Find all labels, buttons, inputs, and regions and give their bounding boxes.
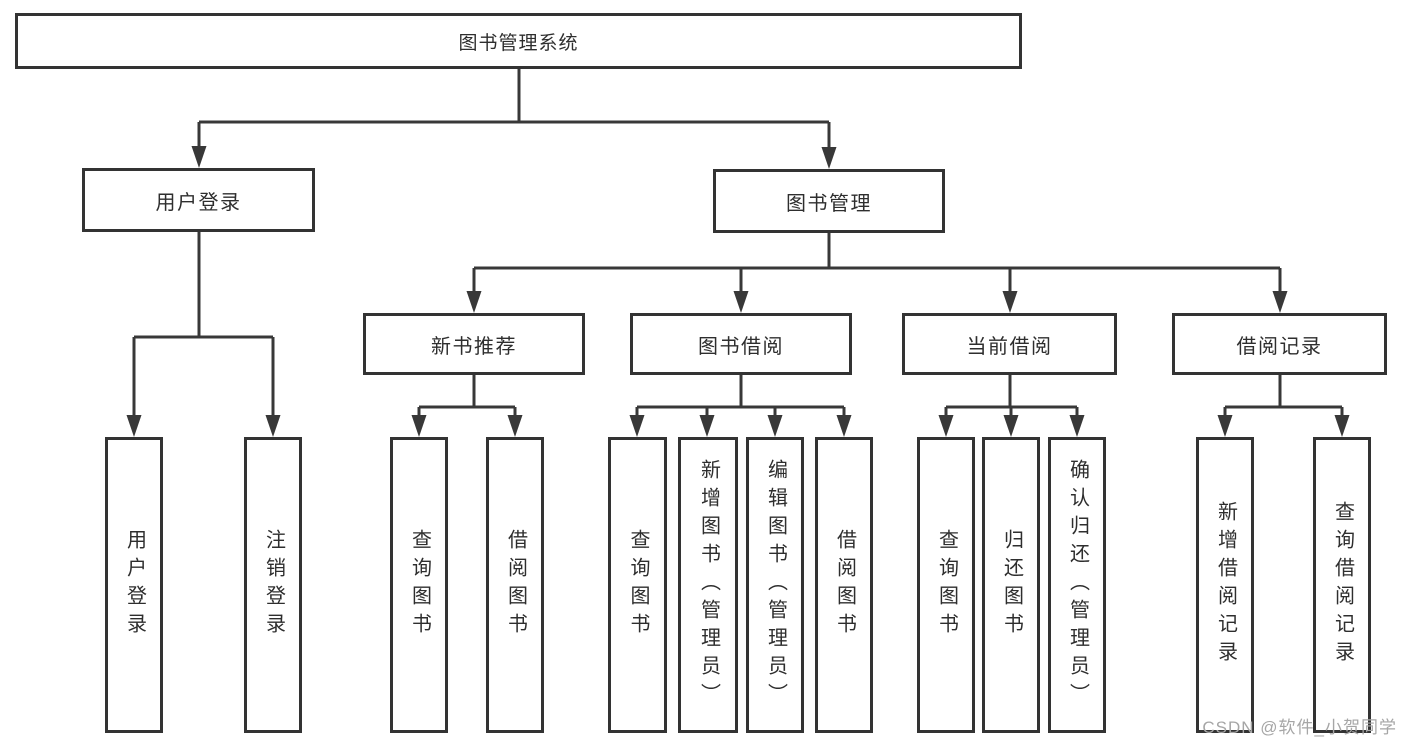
- leaf-query-borrow-record: 查询借阅记录: [1313, 437, 1371, 733]
- node-library-system: 图书管理系统: [15, 13, 1022, 69]
- leaf-logout: 注销登录: [244, 437, 302, 733]
- leaf-query-borrow-record-label: 查询借阅记录: [1331, 501, 1354, 669]
- leaf-current-query-books-label: 查询图书: [935, 529, 958, 641]
- leaf-add-book-admin-label: 新增图书（管理员）: [697, 459, 720, 711]
- leaf-add-book-admin: 新增图书（管理员）: [678, 437, 738, 733]
- leaf-borrow-query-books: 查询图书: [608, 437, 667, 733]
- leaf-borrow-books: 借阅图书: [815, 437, 873, 733]
- leaf-return-books: 归还图书: [982, 437, 1040, 733]
- node-current-borrowing: 当前借阅: [902, 313, 1117, 375]
- node-current-borrowing-label: 当前借阅: [966, 335, 1053, 358]
- csdn-watermark: CSDN @软件_小贺同学: [1202, 718, 1397, 737]
- node-borrowing-records-label: 借阅记录: [1236, 335, 1323, 358]
- leaf-newbook-borrow-books-label: 借阅图书: [504, 529, 527, 641]
- node-user-login-module-label: 用户登录: [155, 191, 242, 214]
- leaf-logout-label: 注销登录: [262, 529, 285, 641]
- leaf-return-books-label: 归还图书: [1000, 529, 1023, 641]
- node-new-book-recommend-label: 新书推荐: [431, 335, 517, 358]
- leaf-confirm-return-admin: 确认归还（管理员）: [1048, 437, 1106, 733]
- leaf-borrow-books-label: 借阅图书: [833, 529, 856, 641]
- node-book-borrowing: 图书借阅: [630, 313, 852, 375]
- leaf-newbook-borrow-books: 借阅图书: [486, 437, 544, 733]
- leaf-edit-book-admin: 编辑图书（管理员）: [746, 437, 804, 733]
- leaf-user-login: 用户登录: [105, 437, 163, 733]
- leaf-newbook-query-books-label: 查询图书: [408, 529, 431, 641]
- leaf-current-query-books: 查询图书: [917, 437, 975, 733]
- node-book-management-label: 图书管理: [786, 192, 872, 215]
- node-library-system-label: 图书管理系统: [458, 32, 579, 54]
- node-book-borrowing-label: 图书借阅: [698, 335, 784, 358]
- node-user-login-module: 用户登录: [82, 168, 315, 232]
- node-book-management: 图书管理: [713, 169, 945, 233]
- leaf-add-borrow-record-label: 新增借阅记录: [1214, 501, 1237, 669]
- leaf-newbook-query-books: 查询图书: [390, 437, 448, 733]
- leaf-add-borrow-record: 新增借阅记录: [1196, 437, 1254, 733]
- leaf-edit-book-admin-label: 编辑图书（管理员）: [764, 459, 787, 711]
- node-new-book-recommend: 新书推荐: [363, 313, 585, 375]
- leaf-confirm-return-admin-label: 确认归还（管理员）: [1066, 459, 1089, 711]
- leaf-borrow-query-books-label: 查询图书: [627, 529, 649, 641]
- leaf-user-login-label: 用户登录: [123, 529, 146, 641]
- node-borrowing-records: 借阅记录: [1172, 313, 1387, 375]
